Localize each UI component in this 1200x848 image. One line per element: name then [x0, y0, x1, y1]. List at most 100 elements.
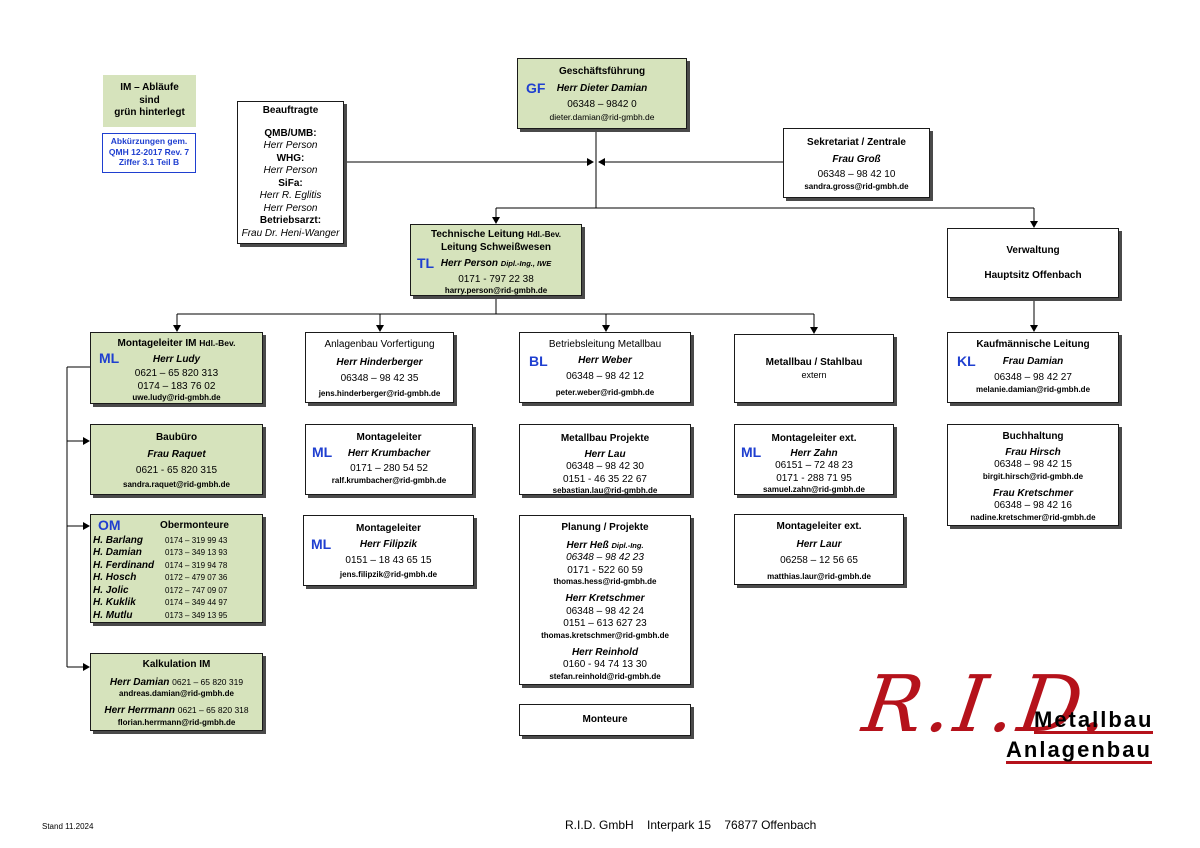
planung-p2-phone1: 06348 – 98 42 24: [566, 605, 644, 617]
ml-im-box: ML Montageleiter IM Hdl.-Bev. Herr Ludy …: [90, 332, 263, 404]
planung-p1-suffix: Dipl.-Ing.: [611, 540, 644, 550]
gf-name: Herr Dieter Damian: [556, 82, 648, 94]
ml-im-phone2: 0174 – 183 76 02: [137, 380, 216, 392]
table-row: H. Jolic 0172 – 747 09 07: [91, 585, 227, 598]
ml-zahn-box: ML Montageleiter ext. Herr Zahn 06151 – …: [734, 424, 894, 495]
footer-address: R.I.D. GmbH Interpark 15 76877 Offenbach: [565, 818, 817, 832]
bl-name: Herr Weber: [578, 354, 632, 366]
kl-name: Frau Damian: [1002, 355, 1064, 367]
ml-zahn-phone2: 0171 - 288 71 95: [776, 472, 852, 484]
mb-projekte-phone2: 0151 - 46 35 22 67: [563, 473, 647, 485]
monteure-box: Monteure: [519, 704, 691, 736]
ml-im-name: Herr Ludy: [152, 353, 201, 365]
gf-email: dieter.damian@rid-gmbh.de: [549, 111, 655, 122]
ml-filipzik-title: Montageleiter: [355, 523, 421, 534]
om-name: H. Mutlu: [93, 609, 133, 621]
tl-title1: Technische Leitung: [430, 229, 525, 240]
baubuero-name: Frau Raquet: [147, 448, 206, 460]
tl-title2: Leitung Schweißwesen: [440, 241, 552, 253]
role-label: QMB/UMB:: [264, 127, 317, 139]
anlagenbau-phone: 06348 – 98 42 35: [340, 373, 419, 384]
sekretariat-title: Sekretariat / Zentrale: [807, 137, 906, 148]
ml-im-abbr: ML: [99, 350, 120, 366]
role-person: Herr R. Eglitis: [259, 190, 322, 201]
buchhaltung-p2-phone: 06348 – 98 42 16: [994, 500, 1072, 511]
gf-abbr: GF: [526, 80, 546, 96]
mb-projekte-phone1: 06348 – 98 42 30: [566, 461, 644, 472]
ml-laur-name: Herr Laur: [796, 538, 842, 550]
kalkulation-p2-name: Herr Herrmann: [104, 705, 175, 716]
ml-laur-email: matthias.laur@rid-gmbh.de: [767, 571, 871, 581]
ml-zahn-email: samuel.zahn@rid-gmbh.de: [762, 485, 866, 494]
legend-line: sind: [139, 94, 160, 106]
baubuero-title: Baubüro: [155, 432, 198, 443]
verwaltung-title: Verwaltung: [1006, 245, 1060, 256]
ml-zahn-abbr: ML: [741, 444, 762, 460]
verwaltung-box: Verwaltung Hauptsitz Offenbach: [947, 228, 1119, 298]
ml-filipzik-abbr: ML: [311, 536, 332, 552]
table-row: H. Ferdinand 0174 – 319 94 78: [91, 560, 227, 573]
planung-p3-phone: 0160 - 94 74 13 30: [563, 659, 647, 670]
om-name: H. Damian: [93, 547, 142, 558]
ml-krumbacher-abbr: ML: [312, 444, 333, 460]
tl-phone: 0171 - 797 22 38: [458, 273, 534, 285]
tl-email: harry.person@rid-gmbh.de: [444, 286, 548, 295]
kalkulation-title: Kalkulation IM: [142, 659, 211, 670]
kl-phone: 06348 – 98 42 27: [994, 372, 1072, 383]
tl-title1-small: Hdl.-Bev.: [526, 230, 562, 239]
om-name: H. Jolic: [93, 584, 129, 596]
ml-im-phone1: 0621 – 65 820 313: [134, 368, 219, 379]
bl-title: Betriebsleitung Metallbau: [548, 339, 662, 350]
ml-filipzik-email: jens.filipzik@rid-gmbh.de: [339, 569, 438, 579]
ml-zahn-title: Montageleiter ext.: [771, 433, 857, 444]
verwaltung-sub: Hauptsitz Offenbach: [984, 269, 1082, 281]
om-name: H. Barlang: [93, 534, 144, 546]
sekretariat-phone: 06348 – 98 42 10: [817, 169, 896, 180]
monteure-title: Monteure: [582, 714, 628, 725]
bl-phone: 06348 – 98 42 12: [566, 371, 644, 382]
planung-p2-phone2: 0151 – 613 627 23: [563, 618, 647, 629]
buchhaltung-title: Buchhaltung: [1002, 431, 1064, 442]
beauftragte-box: Beauftragte QMB/UMB: Herr Person WHG: He…: [237, 101, 344, 244]
planung-p2-name: Herr Kretschmer: [565, 593, 645, 604]
planung-box: Planung / Projekte Herr Heß Dipl.-Ing. 0…: [519, 515, 691, 685]
om-name: H. Hosch: [93, 572, 137, 583]
footer-stand: Stand 11.2024: [42, 822, 94, 831]
ml-im-email: uwe.ludy@rid-gmbh.de: [132, 393, 221, 402]
ml-krumbacher-title: Montageleiter: [356, 432, 422, 443]
om-name: H. Kuklik: [93, 597, 136, 608]
kalkulation-p2-email: florian.herrmann@rid-gmbh.de: [117, 717, 236, 727]
om-phone: 0172 – 747 09 07: [165, 585, 228, 595]
kalkulation-box: Kalkulation IM Herr Damian 0621 – 65 820…: [90, 653, 263, 731]
ml-krumbacher-phone: 0171 – 280 54 52: [350, 463, 428, 474]
kalkulation-p1-name: Herr Damian: [109, 676, 170, 688]
mb-projekte-title: Metallbau Projekte: [560, 433, 650, 444]
legend-abbr-line: QMH 12-2017 Rev. 7: [108, 146, 190, 157]
om-phone: 0174 – 319 99 43: [165, 535, 228, 545]
tl-name: Herr Person: [440, 258, 499, 269]
role-label: WHG:: [276, 152, 305, 164]
sekretariat-box: Sekretariat / Zentrale Frau Groß 06348 –…: [783, 128, 930, 198]
ml-filipzik-name: Herr Filipzik: [359, 538, 418, 550]
om-phone: 0174 – 319 94 78: [165, 560, 228, 570]
table-row: H. Barlang 0174 – 319 99 43: [91, 535, 227, 548]
table-row: H. Hosch 0172 – 479 07 36: [91, 572, 227, 585]
bl-box: BL Betriebsleitung Metallbau Herr Weber …: [519, 332, 691, 403]
kl-title: Kaufmännische Leitung: [976, 339, 1090, 350]
kl-email: melanie.damian@rid-gmbh.de: [975, 384, 1091, 394]
planung-title: Planung / Projekte: [561, 522, 649, 533]
legend-line: IM – Abläufe: [120, 82, 179, 93]
planung-p3-email: stefan.reinhold@rid-gmbh.de: [549, 671, 661, 681]
ml-filipzik-box: ML Montageleiter Herr Filipzik 0151 – 18…: [303, 515, 474, 586]
om-phone: 0172 – 479 07 36: [165, 573, 228, 583]
ml-laur-phone: 06258 – 12 56 65: [780, 555, 858, 566]
rid-logo: R.I.D. Metallbau Anlagenbau: [858, 660, 1162, 776]
baubuero-email: sandra.raquet@rid-gmbh.de: [123, 479, 230, 489]
legend-abbreviation-note: Abkürzungen gem. QMH 12-2017 Rev. 7 Ziff…: [102, 133, 196, 173]
om-name: H. Ferdinand: [93, 559, 155, 571]
